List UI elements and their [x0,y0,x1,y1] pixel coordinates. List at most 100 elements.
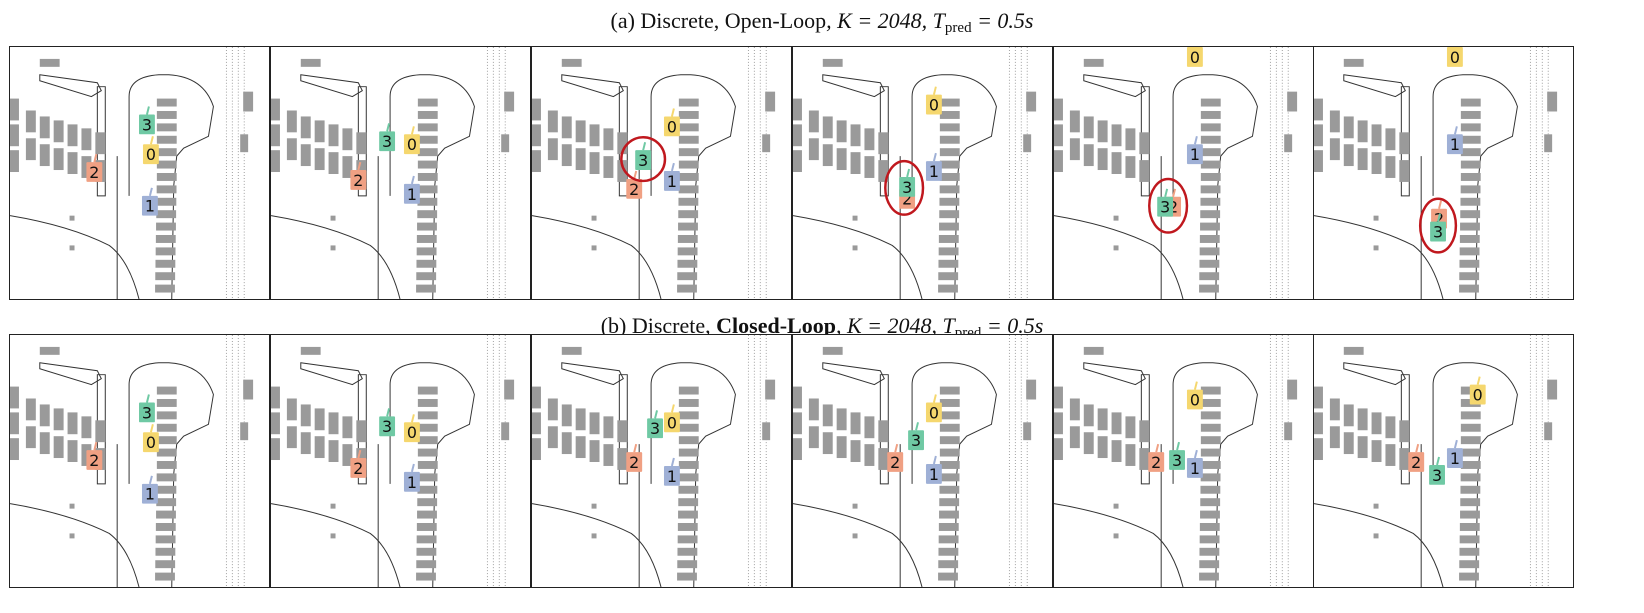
parked-car-right-13 [938,547,959,556]
agent-3-box [635,150,652,171]
agent-0-label: 0 [407,423,417,442]
parked-car-left-3 [1069,398,1080,421]
parked-car-left-3 [1069,110,1080,133]
agent-3: 3 [647,410,663,438]
parked-car-right-4 [156,436,177,445]
obstacle-2 [1083,346,1104,355]
agent-2-box [626,452,643,472]
agent-0-label: 0 [1190,48,1200,67]
parked-car-left-3 [1329,398,1340,421]
parked-car-right-12 [938,535,959,544]
parked-car-right-8 [678,485,699,494]
parked-car-right-10 [156,510,176,519]
row-a-title-k: , K = 2048, [826,8,933,33]
parked-car-left-6 [589,412,600,435]
agent-1-box [925,161,942,181]
parked-car-right-10 [678,510,698,519]
parked-car-right-12 [1459,535,1480,544]
road-lower-curve [271,503,401,587]
parked-car-left-13 [603,156,614,178]
obstacle-1 [330,533,336,539]
parked-car-right-0 [156,386,177,395]
parked-car-left-2 [532,438,541,461]
parked-car-left-7 [603,416,614,439]
agent-2-label: 2 [89,163,99,182]
parked-car-left-6 [328,124,339,147]
obstacle-3 [243,379,254,400]
parked-car-left-10 [1083,432,1094,455]
parked-car-left-10 [1083,144,1094,167]
parked-car-right-9 [1200,498,1221,507]
road-main-curve [650,362,736,587]
road-island-top [39,362,102,386]
parked-car-left-3 [286,398,297,421]
road-median [357,374,367,485]
parked-car-left-4 [300,404,311,427]
obstacle-0 [69,503,75,509]
parked-car-right-14 [677,560,698,569]
parked-car-right-12 [416,535,437,544]
parked-car-right-14 [416,560,437,569]
obstacle-1 [591,245,597,251]
parked-car-right-8 [417,485,438,494]
obstacle-1 [330,245,336,251]
parked-car-left-10 [561,144,572,167]
agent-0: 0 [403,414,420,442]
parked-car-right-0 [939,386,960,395]
parked-car-right-2 [1460,411,1481,420]
parked-car-right-1 [678,398,699,407]
parked-car-left-8 [1399,420,1410,443]
agent-3-label: 3 [1432,466,1442,485]
parked-car-left-12 [589,440,600,462]
parked-car-right-15 [677,284,697,293]
parked-car-left-0 [271,98,280,121]
parked-car-left-8 [356,132,367,155]
parked-car-right-10 [1200,222,1220,231]
parked-car-right-5 [156,160,177,169]
agent-3-label: 3 [142,115,152,134]
road-map [271,47,515,299]
parked-car-right-3 [156,423,177,432]
obstacle-0 [69,215,75,221]
parked-car-left-9 [25,138,36,161]
road-lower-curve [1054,215,1184,299]
row-b-title-prefix: (b) Discrete, [600,313,717,338]
parked-car-left-9 [1069,426,1080,449]
agent-3-box [899,176,916,197]
road-map [1314,47,1558,299]
parked-car-right-11 [155,523,176,531]
obstacle-2 [561,58,582,67]
parked-car-right-13 [938,259,959,268]
parked-car-left-13 [342,156,353,178]
parked-car-left-1 [271,124,280,147]
parked-car-left-8 [878,132,889,155]
parked-car-right-0 [1200,386,1221,395]
parked-car-right-7 [678,473,699,482]
parked-car-right-10 [1200,510,1220,519]
parked-car-left-2 [532,150,541,173]
parked-car-right-3 [1200,423,1221,432]
parked-car-right-6 [678,173,699,181]
parked-car-left-12 [1111,440,1122,462]
obstacle-1 [852,533,858,539]
obstacle-3 [1287,379,1298,400]
agent-0-box [142,432,159,453]
parked-car-right-14 [677,272,698,281]
obstacle-1 [69,245,75,251]
parked-car-left-1 [532,412,541,435]
parked-car-left-4 [39,116,50,139]
parked-car-right-11 [1459,523,1480,531]
agent-0-heading [410,414,415,423]
parked-car-left-0 [10,98,19,121]
parked-car-left-8 [95,420,106,443]
agent-3-box [1429,464,1445,485]
parked-car-left-4 [822,404,833,427]
agent-0-heading [149,136,154,145]
agent-3-box [139,402,155,423]
agent-0-heading [932,394,937,403]
parked-car-right-6 [939,173,960,181]
parked-car-right-13 [416,259,437,268]
